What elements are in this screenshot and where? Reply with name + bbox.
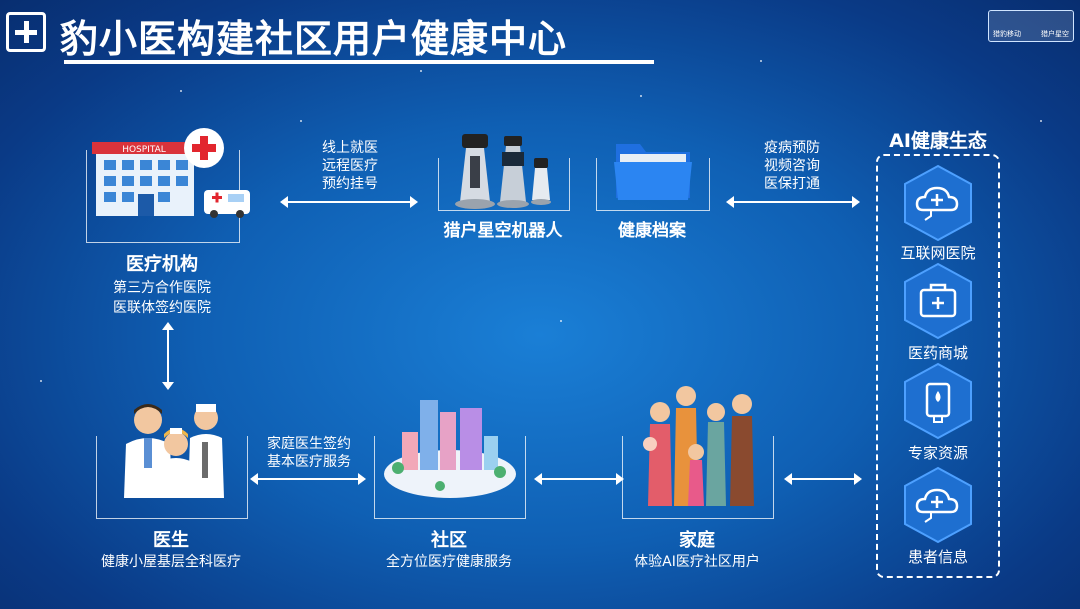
plus-icon <box>6 12 46 52</box>
arrow-hospital-robot <box>280 196 418 208</box>
ecosystem-item-patient-info: 患者信息 <box>907 548 968 566</box>
arrow-doctor-community <box>250 473 366 485</box>
community-illustration <box>384 400 516 498</box>
ecosystem-panel <box>876 154 1000 578</box>
star <box>40 380 42 382</box>
community-title: 社区 <box>431 530 467 551</box>
logo-right-text: 猎户星空 <box>1041 30 1069 38</box>
edge-label-family-doctor: 家庭医生签约 <box>267 436 351 452</box>
star <box>1040 120 1042 122</box>
brand-logo: 猎豹移动 猎户星空 <box>988 10 1074 42</box>
arrow-community-family <box>534 473 624 485</box>
doctor-frame <box>96 436 248 519</box>
hospital-illustration: HOSPITAL <box>92 128 250 218</box>
community-frame <box>374 436 526 519</box>
cloud-medical-icon <box>904 466 972 544</box>
arrow-archive-ecosystem <box>726 196 860 208</box>
archive-title: 健康档案 <box>618 221 686 241</box>
edge-label-online-visit: 线上就医 <box>322 140 378 156</box>
edge-label-remote-care: 远程医疗 <box>322 158 378 174</box>
edge-label-insurance: 医保打通 <box>764 176 820 192</box>
header: 豹小医构建社区用户健康中心 <box>6 6 656 64</box>
family-illustration <box>643 386 754 506</box>
edge-label-prevention: 疫病预防 <box>764 140 820 156</box>
hospital-title: 医疗机构 <box>126 254 198 275</box>
star <box>560 320 562 322</box>
medical-kit-icon <box>904 262 972 340</box>
hospital-line-1: 第三方合作医院 <box>113 280 211 296</box>
robot-title: 猎户星空机器人 <box>443 221 563 241</box>
edge-label-appointment: 预约挂号 <box>322 176 378 192</box>
logo-left-text: 猎豹移动 <box>993 30 1021 38</box>
ecosystem-item-internet-hospital: 互联网医院 <box>900 244 976 262</box>
doctor-line-1: 健康小屋基层全科医疗 <box>101 554 241 570</box>
page-title: 豹小医构建社区用户健康中心 <box>60 17 568 61</box>
ecosystem-item-pharmacy-mall: 医药商城 <box>907 344 968 362</box>
star <box>420 70 422 72</box>
doctor-title: 医生 <box>153 530 189 551</box>
robot-illustration <box>455 134 551 209</box>
doctors-illustration <box>124 404 224 498</box>
robot-frame <box>438 158 570 211</box>
arrow-hospital-doctor <box>162 322 174 390</box>
star <box>640 95 642 97</box>
folder-icon <box>614 144 692 200</box>
hospital-sign: HOSPITAL <box>122 145 166 155</box>
family-line-1: 体验AI医疗社区用户 <box>634 554 760 570</box>
arrow-family-ecosystem <box>784 473 862 485</box>
cloud-medical-icon <box>904 164 972 242</box>
star <box>300 120 302 122</box>
hospital-line-2: 医联体签约医院 <box>113 300 211 316</box>
star <box>180 90 182 92</box>
title-underline <box>64 60 654 64</box>
archive-frame <box>596 158 710 211</box>
edge-label-basic-care: 基本医疗服务 <box>267 454 351 470</box>
star <box>760 60 762 62</box>
ecosystem-item-expert-resources: 专家资源 <box>907 444 968 462</box>
family-frame <box>622 436 774 519</box>
community-line-1: 全方位医疗健康服务 <box>386 554 512 570</box>
family-title: 家庭 <box>679 530 715 551</box>
edge-label-video-consult: 视频咨询 <box>764 158 820 174</box>
device-drop-icon <box>904 362 972 440</box>
ecosystem-title: AI健康生态 <box>889 130 987 152</box>
